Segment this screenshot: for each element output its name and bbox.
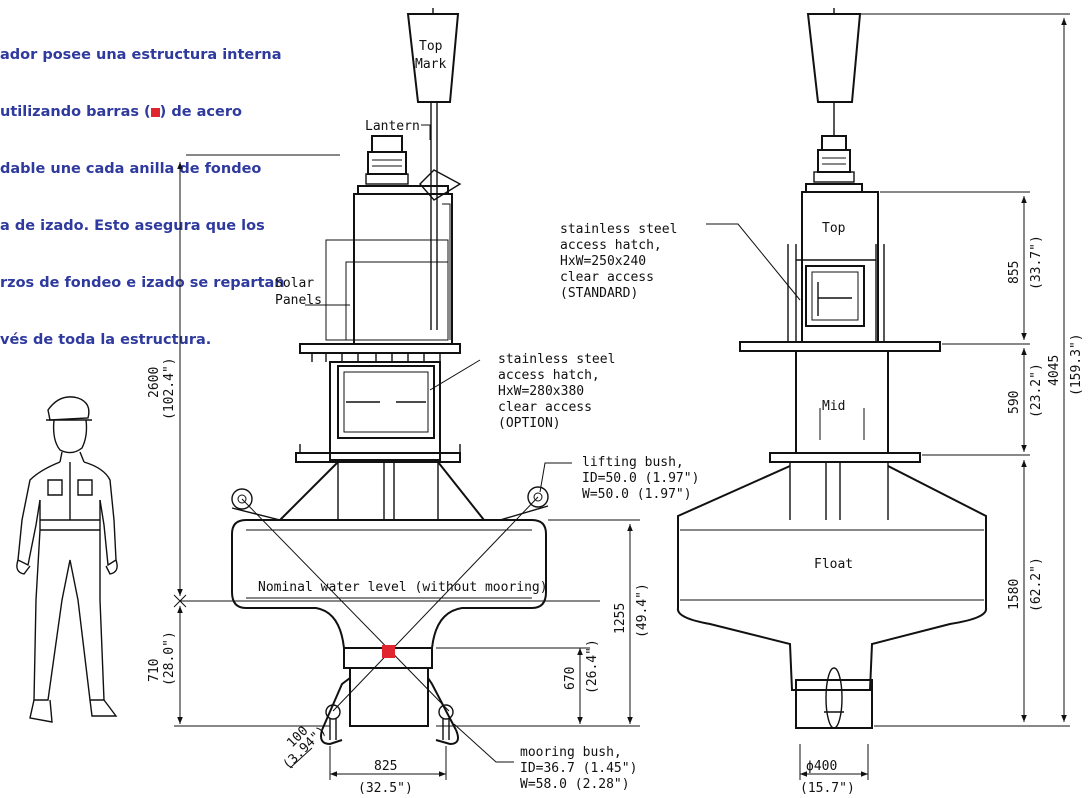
hatch-standard-line-3: HxW=250x240	[560, 254, 646, 269]
description-note: ador posee una estructura interna utiliz…	[0, 8, 330, 369]
hatch-standard-line-1: stainless steel	[560, 222, 677, 237]
solar-panels-label-2: Panels	[275, 293, 322, 308]
mooring-bush-line-2: ID=36.7 (1.45")	[520, 761, 637, 776]
hatch-standard-line-4: clear access	[560, 270, 654, 285]
tie-bar-marker	[382, 645, 395, 658]
dim-400-in: (15.7")	[800, 781, 855, 796]
note-line-5: rzos de fondeo e izado se repartan	[0, 275, 285, 291]
solar-panels-label-1: Solar	[275, 276, 314, 291]
note-line-6: vés de toda la estructura.	[0, 332, 212, 348]
note-line-3: dable une cada anilla de fondeo	[0, 161, 262, 177]
dim-4045: 4045	[1047, 355, 1062, 386]
mid-section-label: Mid	[822, 399, 845, 414]
dim-2600-in: (102.4")	[162, 357, 177, 420]
mooring-bush-line-3: W=58.0 (2.28")	[520, 777, 630, 792]
water-level-label: Nominal water level (without mooring)	[258, 580, 548, 595]
top-mark-label-2: Mark	[415, 57, 446, 72]
hatch-option-line-1: stainless steel	[498, 352, 615, 367]
dim-1255: 1255	[613, 603, 628, 634]
dim-825: 825	[374, 759, 397, 774]
note-line-2b: ) de acero	[159, 104, 242, 120]
lifting-bush-line-2: ID=50.0 (1.97")	[582, 471, 699, 486]
dim-670-in: (26.4")	[585, 639, 600, 694]
dim-590-in: (23.2")	[1029, 363, 1044, 418]
dim-855-in: (33.7")	[1029, 235, 1044, 290]
dim-400: ϕ400	[806, 759, 837, 774]
dim-1580-in: (62.2")	[1029, 557, 1044, 612]
dim-590: 590	[1007, 391, 1022, 414]
dim-1255-in: (49.4")	[635, 583, 650, 638]
dim-855: 855	[1007, 261, 1022, 284]
note-line-1: ador posee una estructura interna	[0, 47, 282, 63]
hatch-standard-line-5: (STANDARD)	[560, 286, 638, 301]
hatch-option-line-4: clear access	[498, 400, 592, 415]
top-mark-label-1: Top	[419, 39, 443, 54]
right-buoy-view	[676, 8, 988, 729]
dim-2600: 2600	[147, 367, 162, 398]
red-square-icon	[150, 108, 160, 117]
worker-figure	[16, 396, 118, 723]
hatch-option-line-3: HxW=280x380	[498, 384, 584, 399]
right-dimensions	[706, 13, 1070, 780]
dim-710: 710	[147, 659, 162, 682]
lifting-bush-line-1: lifting bush,	[582, 455, 684, 470]
dim-1580: 1580	[1007, 579, 1022, 610]
note-line-4: a de izado. Esto asegura que los	[0, 218, 265, 234]
float-section-label: Float	[814, 557, 853, 572]
note-line-2a: utilizando barras (	[0, 104, 151, 120]
left-dimensions	[174, 124, 640, 780]
dim-670: 670	[563, 667, 578, 690]
hatch-option-line-5: (OPTION)	[498, 416, 561, 431]
left-buoy-view	[173, 8, 600, 746]
lifting-bush-line-3: W=50.0 (1.97")	[582, 487, 692, 502]
top-section-label: Top	[822, 221, 846, 236]
dim-4045-in: (159.3")	[1069, 333, 1084, 396]
dim-710-in: (28.0")	[162, 631, 177, 686]
lantern-label: Lantern	[365, 119, 420, 134]
hatch-standard-line-2: access hatch,	[560, 238, 662, 253]
note-line-2: utilizando barras ( ) de acero	[0, 103, 330, 122]
dim-825-in: (32.5")	[358, 781, 413, 796]
hatch-option-line-2: access hatch,	[498, 368, 600, 383]
mooring-bush-line-1: mooring bush,	[520, 745, 622, 760]
